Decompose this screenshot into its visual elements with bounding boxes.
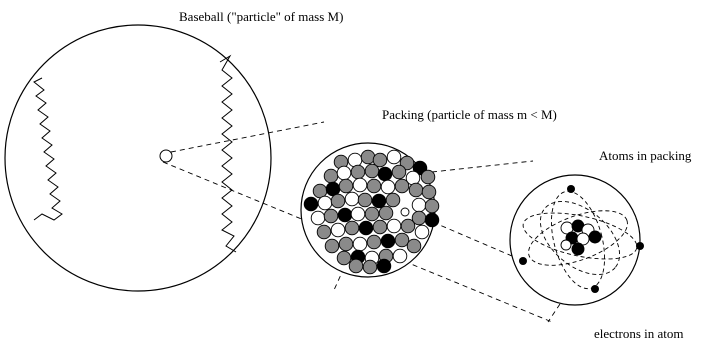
electron-orbit — [551, 190, 605, 290]
baseball-label: Baseball ("particle" of mass M) — [179, 9, 343, 24]
packing-particle — [352, 177, 368, 193]
nucleon — [571, 242, 585, 256]
packing-particle — [394, 232, 410, 248]
electron-orbit — [528, 210, 628, 266]
atom-nucleus — [560, 219, 602, 256]
packing-particle — [324, 238, 340, 254]
baseball-circle — [4, 24, 272, 292]
packing-particle — [385, 192, 401, 208]
packing-particle — [303, 196, 319, 212]
electron — [591, 285, 599, 293]
packing-particle — [400, 218, 416, 234]
electrons — [519, 185, 644, 293]
packing-particle — [380, 233, 396, 249]
packing-particle — [391, 164, 407, 180]
atom-zoom-point — [400, 207, 410, 217]
atoms-label: Atoms in packing — [599, 148, 692, 163]
projection-line-atom-upper — [431, 160, 534, 173]
packing-particle — [316, 224, 332, 240]
packing-particle — [364, 206, 380, 222]
packing-particle — [414, 224, 430, 240]
packing-particle — [348, 258, 364, 274]
packing-particle — [372, 152, 388, 168]
packing-particle — [338, 178, 354, 194]
packing-particle — [323, 168, 339, 184]
electron — [519, 257, 527, 265]
packing-particle — [350, 164, 366, 180]
packing-particle — [344, 220, 360, 236]
packing-particle — [317, 195, 333, 211]
packing-particle — [386, 218, 402, 234]
electron-orbit — [539, 201, 621, 275]
projection-line-upper — [170, 121, 325, 153]
electrons-label: electrons in atom — [594, 326, 684, 341]
packing-particle — [406, 238, 422, 254]
packing-particle — [330, 222, 346, 238]
packing-zoom-point — [159, 149, 173, 163]
electron — [567, 185, 575, 193]
packing-particle — [380, 179, 396, 195]
electron-orbits — [522, 190, 638, 290]
packing-particle — [362, 259, 378, 275]
electrons-pointer-line — [547, 303, 561, 323]
packing-particle — [420, 169, 436, 185]
packing-particle — [392, 248, 408, 264]
packing-particle — [408, 182, 424, 198]
packing-particle — [394, 178, 410, 194]
packing-particle — [357, 192, 373, 208]
packing-particle — [336, 165, 352, 181]
packing-particle — [352, 236, 368, 252]
packing-particle — [411, 197, 427, 213]
packing-particle — [336, 250, 352, 266]
packing-particle — [372, 219, 388, 235]
packing-particle — [364, 163, 380, 179]
packing-particle — [378, 205, 394, 221]
packing-particle — [386, 149, 402, 165]
packing-particle — [421, 184, 437, 200]
packing-particle — [323, 208, 339, 224]
packing-particle — [330, 193, 346, 209]
packing-particle — [424, 212, 440, 228]
packing-particle — [376, 258, 392, 274]
nucleon — [560, 239, 572, 251]
packing-particle — [366, 178, 382, 194]
packing-particle — [371, 193, 387, 209]
baseball-stitch-left — [33, 77, 63, 221]
packing-particles — [303, 149, 440, 275]
packing-label: Packing (particle of mass m < M) — [382, 107, 557, 122]
packing-particle — [366, 234, 382, 250]
packing-particle — [310, 210, 326, 226]
packing-particle — [360, 149, 376, 165]
packing-particle — [347, 152, 363, 168]
packing-particle — [424, 198, 440, 214]
packing-particle — [358, 220, 374, 236]
packing-particle — [344, 191, 360, 207]
packing-particle — [377, 166, 393, 182]
nucleon — [588, 230, 602, 244]
packing-particle — [338, 236, 354, 252]
baseball-stitch-right — [219, 54, 237, 253]
electron — [636, 242, 644, 250]
packing-particle — [350, 206, 366, 222]
packing-particle — [337, 207, 353, 223]
